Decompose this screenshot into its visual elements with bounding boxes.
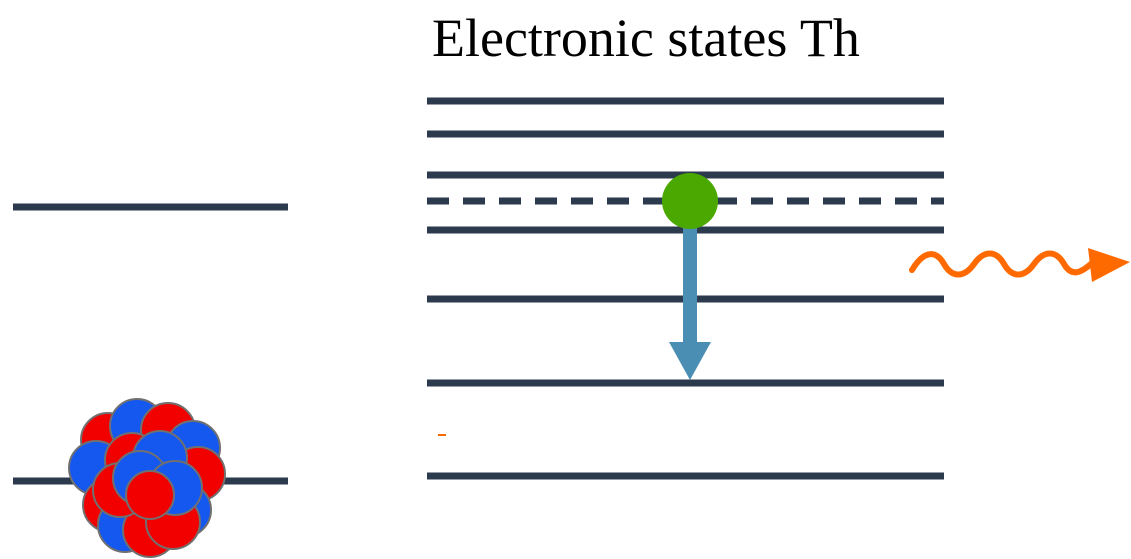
wavy-photon-arrow-icon (909, 248, 1130, 282)
electron-dot-icon (662, 173, 718, 229)
diagram-title: Electronic states Th (432, 8, 860, 68)
atomic-nucleus-icon (68, 398, 226, 558)
decay-arrow-icon (669, 210, 711, 380)
